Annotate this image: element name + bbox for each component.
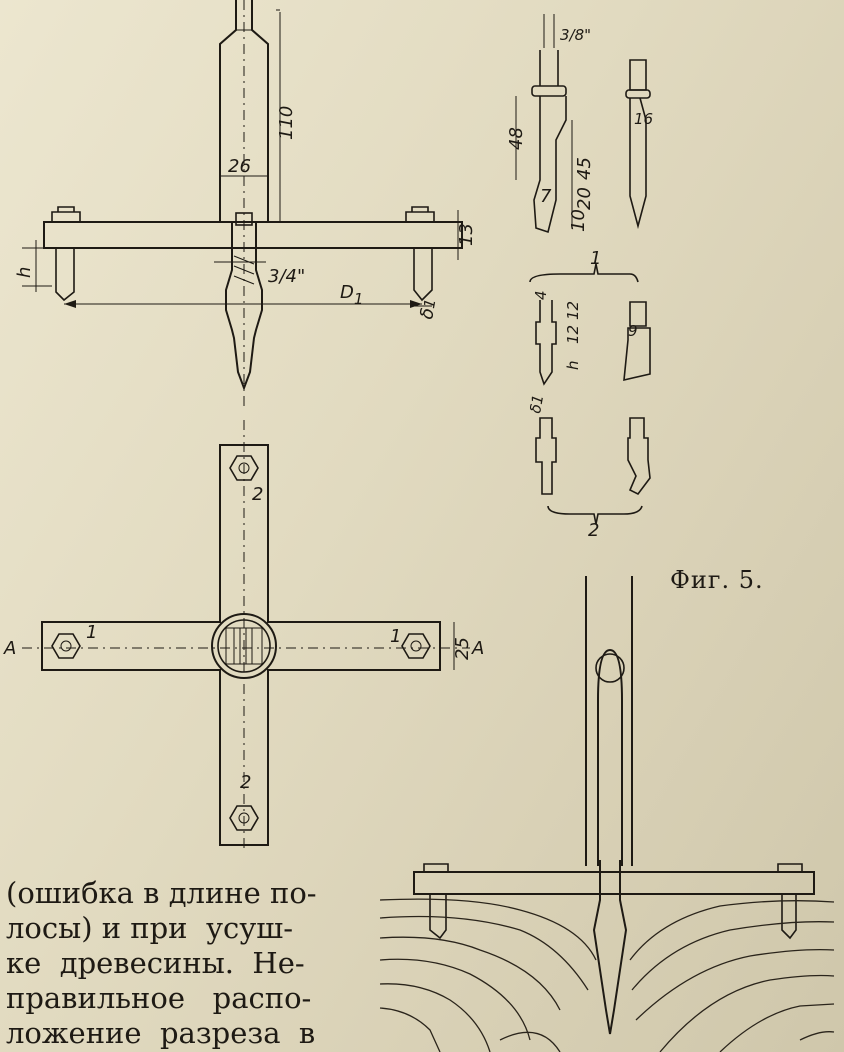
delta-label: δ1 — [416, 297, 440, 321]
depth-h-label: h — [14, 267, 35, 278]
dim-4-label: 4 — [532, 290, 550, 300]
width-26-label: 26 — [228, 156, 251, 177]
paragraph-line: лосы) и при усуш- — [6, 911, 294, 945]
paragraph-line: ложение разреза в — [6, 1016, 316, 1050]
side-elevation-view: 110 26 3/4" 13 h D1 δ1 — [14, 0, 477, 410]
cutter-ref-1-right: 1 — [390, 626, 401, 647]
bolt-ref-2-top: 2 — [252, 484, 263, 505]
cutter-ref-1-brace: 1 — [590, 248, 601, 269]
body-paragraph: (ошибка в длине по- лосы) и при усуш- ке… — [6, 876, 356, 1051]
cutter-ref-1-left: 1 — [86, 622, 97, 643]
thread-3-4-label: 3/4" — [268, 266, 305, 287]
section-mark-a-right: A — [471, 638, 484, 659]
in-use-view — [379, 576, 835, 1052]
bolt-ref-2-bottom: 2 — [240, 772, 251, 793]
thickness-13-label: 13 — [456, 223, 477, 246]
dim-7-label: 7 — [540, 186, 552, 207]
bar-width-25-label: 25 — [452, 637, 473, 660]
section-mark-a-left: A — [3, 638, 16, 659]
cutter-detail-view: 3/8" 48 45 20 10 7 16 1 4 12 12 h δ1 9 2 — [506, 14, 653, 541]
detail-depth-h-label: h — [564, 360, 582, 370]
paragraph-line: ке древесины. Не- — [6, 946, 305, 980]
dim-16-label: 16 — [634, 110, 653, 128]
paragraph-line: (ошибка в длине по- — [6, 876, 317, 910]
figure-caption: Фиг. 5. — [670, 566, 764, 594]
height-110-label: 110 — [276, 106, 297, 140]
dim-20-label: 20 — [574, 187, 595, 210]
bolt-ref-2-brace: 2 — [588, 520, 599, 541]
dim-12a-label: 12 — [564, 301, 582, 320]
length-48-label: 48 — [506, 127, 527, 150]
diameter-d1-label: D1 — [340, 282, 363, 308]
top-plan-view: 2 2 1 1 A A 25 — [3, 420, 484, 850]
dim-10-label: 10 — [568, 209, 589, 232]
detail-delta-label: δ1 — [526, 393, 547, 415]
dim-45-label: 45 — [574, 157, 595, 180]
thread-3-8-label: 3/8" — [560, 26, 591, 44]
dim-9-label: 9 — [628, 322, 638, 340]
paragraph-line: правильное распо- — [6, 981, 312, 1015]
dim-12b-label: 12 — [564, 325, 582, 344]
